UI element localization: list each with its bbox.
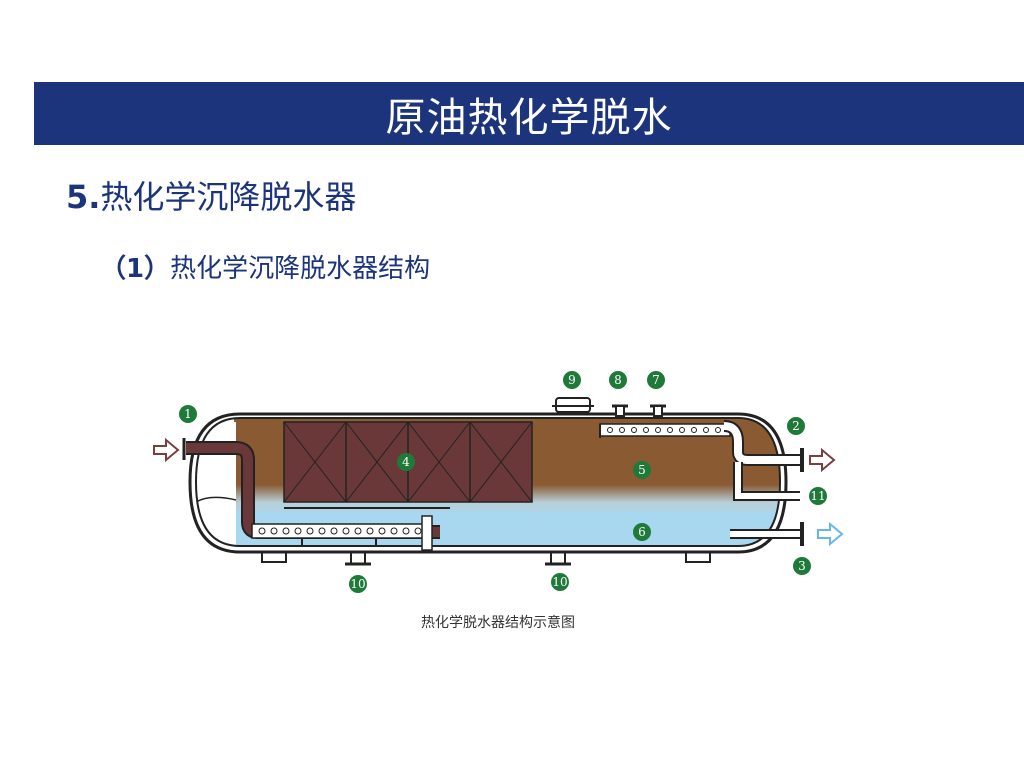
subsection-number: （1） (100, 254, 171, 284)
svg-text:5: 5 (638, 463, 646, 477)
marker-1: 1 (179, 405, 197, 423)
water-outlet-arrow-icon (817, 521, 844, 547)
title-bar: 原油热化学脱水 (34, 82, 1024, 145)
diagram-caption: 热化学脱水器结构示意图 (0, 612, 1000, 632)
distributor-tray (251, 507, 450, 551)
water-outlet-pipe (730, 522, 804, 546)
diagram-caption-text: 热化学脱水器结构示意图 (421, 615, 575, 631)
svg-text:6: 6 (638, 525, 646, 539)
overflow-pipe (733, 462, 800, 501)
page-title: 原油热化学脱水 (385, 94, 673, 141)
oil-outlet-arrow-icon (809, 447, 836, 473)
marker-4: 4 (397, 453, 415, 471)
marker-7: 7 (647, 371, 665, 389)
oil-outlet-pipe (723, 420, 804, 472)
marker-10-left: 10 (349, 575, 367, 593)
marker-10-right: 10 (551, 573, 569, 591)
heating-coil (599, 423, 731, 438)
marker-6: 6 (633, 523, 651, 541)
top-nozzles (552, 397, 666, 417)
marker-8: 8 (609, 371, 627, 389)
subsection-heading: （1）热化学沉降脱水器结构 (100, 248, 430, 285)
svg-text:3: 3 (798, 559, 806, 573)
marker-3: 3 (793, 557, 811, 575)
marker-2: 2 (787, 417, 805, 435)
svg-text:10: 10 (350, 577, 365, 591)
svg-text:4: 4 (402, 455, 410, 469)
svg-text:7: 7 (652, 373, 660, 387)
dehydrator-diagram: 1 2 3 4 5 6 7 8 9 10 10 11 (153, 371, 844, 593)
subsection-heading-text: 热化学沉降脱水器结构 (170, 254, 431, 284)
svg-text:9: 9 (568, 373, 576, 387)
section-number: 5. (66, 178, 101, 216)
svg-text:11: 11 (810, 489, 825, 503)
section-heading: 5.热化学沉降脱水器 (66, 172, 356, 218)
marker-5: 5 (633, 461, 651, 479)
marker-9: 9 (563, 371, 581, 389)
svg-text:2: 2 (792, 419, 800, 433)
svg-text:8: 8 (614, 373, 622, 387)
marker-11: 11 (809, 487, 827, 505)
inlet-arrow-icon (153, 437, 180, 463)
svg-text:1: 1 (184, 407, 192, 421)
svg-text:10: 10 (552, 575, 567, 589)
section-heading-text: 热化学沉降脱水器 (100, 178, 357, 216)
